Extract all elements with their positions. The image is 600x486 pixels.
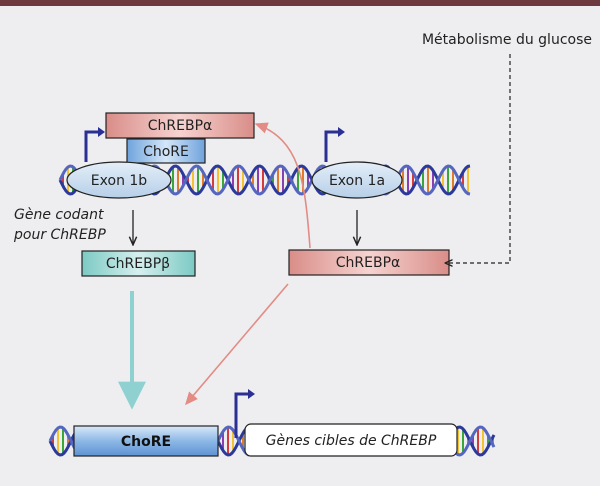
exon-1a-ellipse [311,161,403,199]
glucose-activation-dashed-arrow [446,54,511,263]
exon-1b-ellipse [66,161,172,199]
target-genes-box [244,423,458,457]
alpha-to-target-arrow [185,283,289,406]
header-bar [0,0,600,6]
exon-1b-label: Exon 1b [91,173,147,189]
promoter-flag-icon [84,127,105,162]
chrebp-beta-box [81,250,196,277]
exon-1a-label: Exon 1a [329,173,385,189]
target-genes-label: Gènes cibles de ChREBP [266,433,437,449]
chore-element-bottom [73,425,219,457]
chore-bottom-label: ChoRE [121,434,171,450]
alpha-feedback-arrow [254,122,311,249]
gene-caption-line1: Gène codant [14,207,104,223]
chore-element-top [126,138,206,164]
gene-caption-line2: pour ChREBP [13,227,106,243]
chrebp-alpha-box [288,249,450,276]
promoter-flag-icon [234,389,255,438]
glucose-metabolism-label: Métabolisme du glucose [422,32,592,48]
chrebp-beta-label: ChREBPβ [106,256,170,272]
chrebp-alpha-bound-label: ChREBPα [148,118,213,134]
chrebp-alpha-bound-box [105,112,255,139]
promoter-flag-icon [324,127,345,162]
chrebp-alpha-label: ChREBPα [336,255,401,271]
chore-top-label: ChoRE [143,144,189,160]
